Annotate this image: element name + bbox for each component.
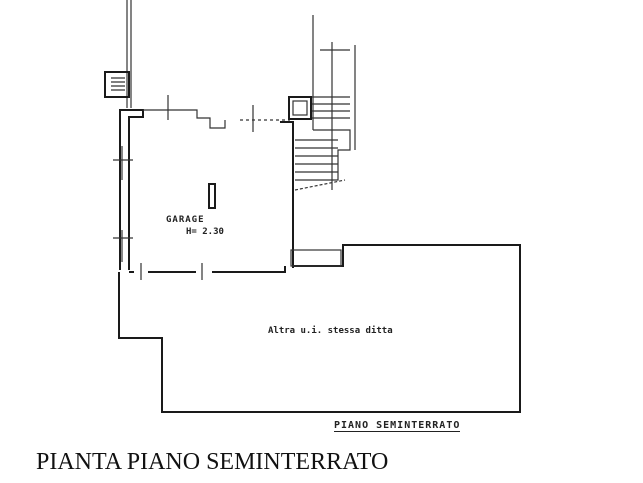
garage-walls <box>104 0 294 280</box>
garage-height-label: H= 2.30 <box>186 227 224 237</box>
plan-subtitle: PIANO SEMINTERRATO <box>334 420 461 432</box>
pillar <box>208 183 216 209</box>
plan-caption: PIANTA PIANO SEMINTERRATO <box>36 449 389 475</box>
staircase <box>288 15 356 191</box>
other-unit-label: Altra u.i. stessa ditta <box>268 326 393 336</box>
small-stair-box <box>104 71 130 98</box>
garage-label: GARAGE <box>166 215 205 225</box>
other-unit-outline <box>118 244 521 413</box>
